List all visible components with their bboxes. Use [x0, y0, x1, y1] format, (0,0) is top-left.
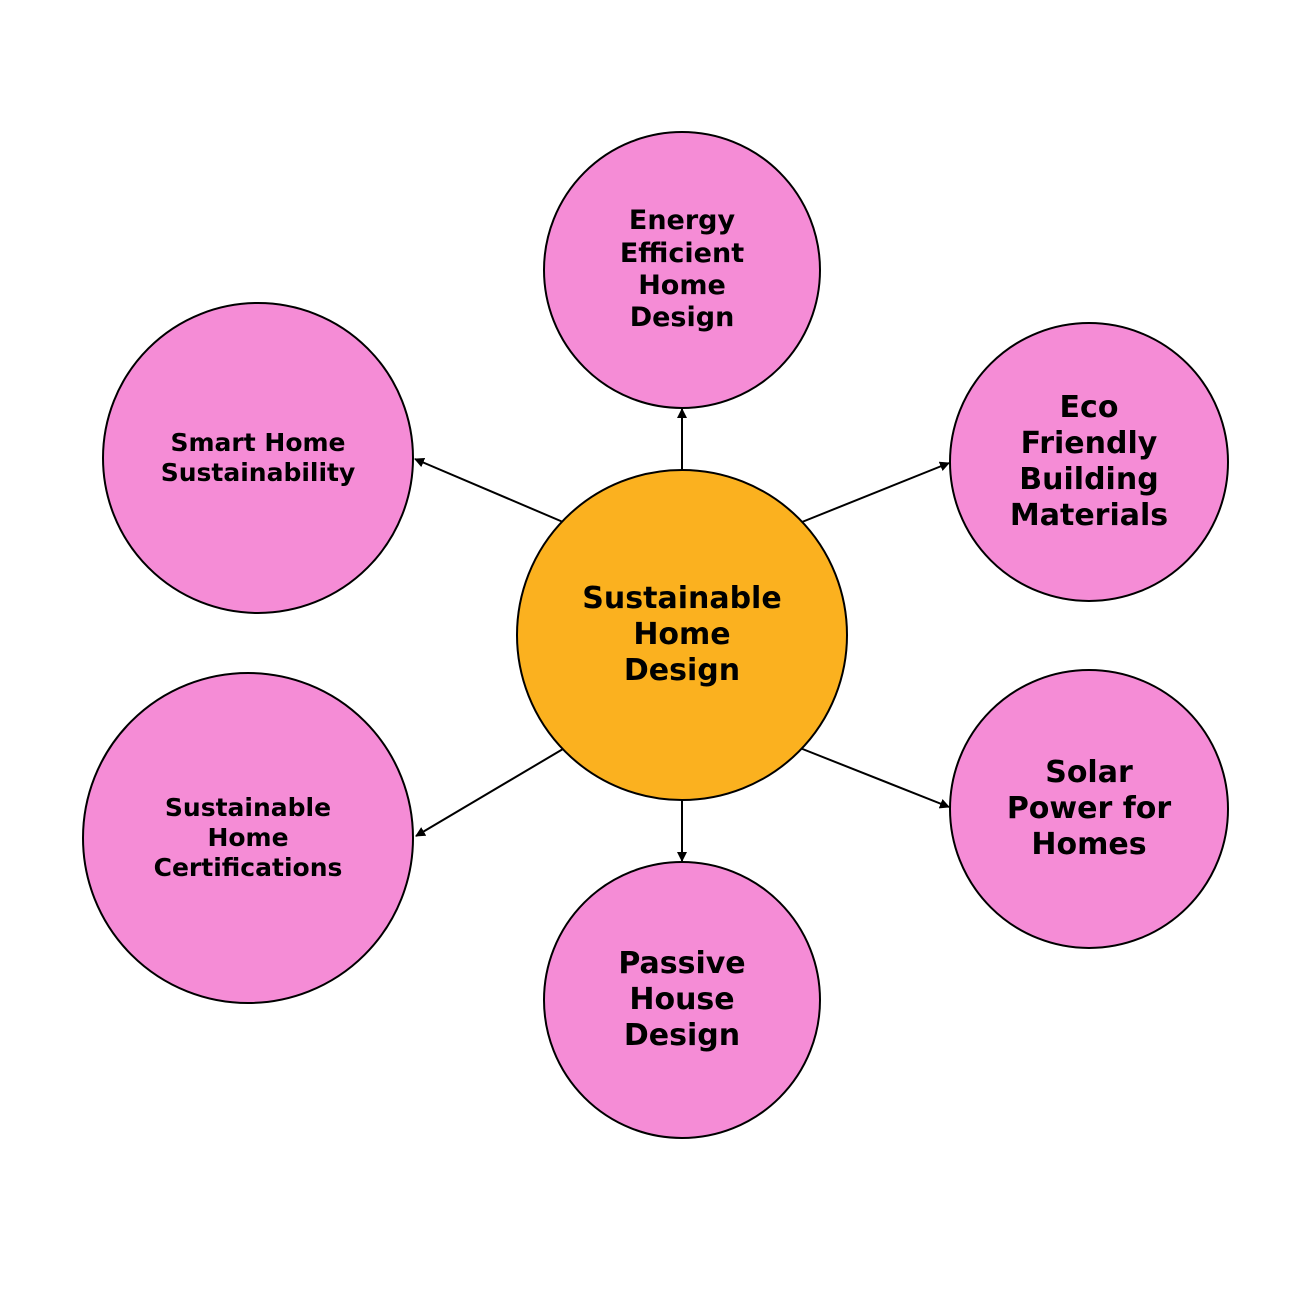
center-node-label-line: Home — [633, 617, 731, 652]
topic-node-label-line: Sustainability — [160, 458, 356, 487]
nodes-layer — [82, 131, 1229, 1139]
topic-node-label-line: Passive — [618, 946, 746, 981]
topic-node — [949, 322, 1229, 602]
edge-arrow — [801, 461, 950, 523]
topic-node-label-line: Smart Home — [170, 428, 346, 457]
topic-node — [102, 302, 414, 614]
topic-node-label-line: Eco — [1059, 390, 1119, 425]
topic-node — [949, 669, 1229, 949]
topic-node-label-line: Homes — [1031, 827, 1147, 862]
topic-node-label-line: Design — [629, 302, 735, 334]
edges-layer — [414, 408, 950, 862]
topic-node-label-line: Power for — [1006, 791, 1172, 826]
edge-arrow — [415, 748, 564, 837]
topic-node-label-line: Design — [623, 1018, 741, 1053]
edge-arrow — [799, 747, 950, 809]
topic-node-label-line: Home — [207, 823, 289, 852]
topic-node-label-line: Sustainable — [164, 793, 332, 822]
center-node — [516, 469, 848, 801]
topic-node — [543, 861, 821, 1139]
topic-node — [82, 672, 414, 1004]
topic-node-label-line: Friendly — [1020, 426, 1158, 461]
topic-node-label-line: Solar — [1045, 755, 1133, 790]
center-node-label-line: Design — [623, 653, 741, 688]
topic-node-label-line: Energy — [628, 205, 736, 237]
topic-node-label-line: Home — [638, 270, 726, 301]
topic-node — [543, 131, 821, 409]
topic-node-label-line: Materials — [1009, 498, 1169, 533]
center-node-label-line: Sustainable — [582, 581, 782, 616]
topic-node-label-line: Certifications — [153, 853, 343, 882]
topic-node-label-line: Efficient — [619, 237, 745, 269]
edge-arrow — [414, 457, 564, 523]
topic-node-label-line: Building — [1019, 462, 1159, 497]
topic-node-label-line: House — [629, 982, 735, 1017]
